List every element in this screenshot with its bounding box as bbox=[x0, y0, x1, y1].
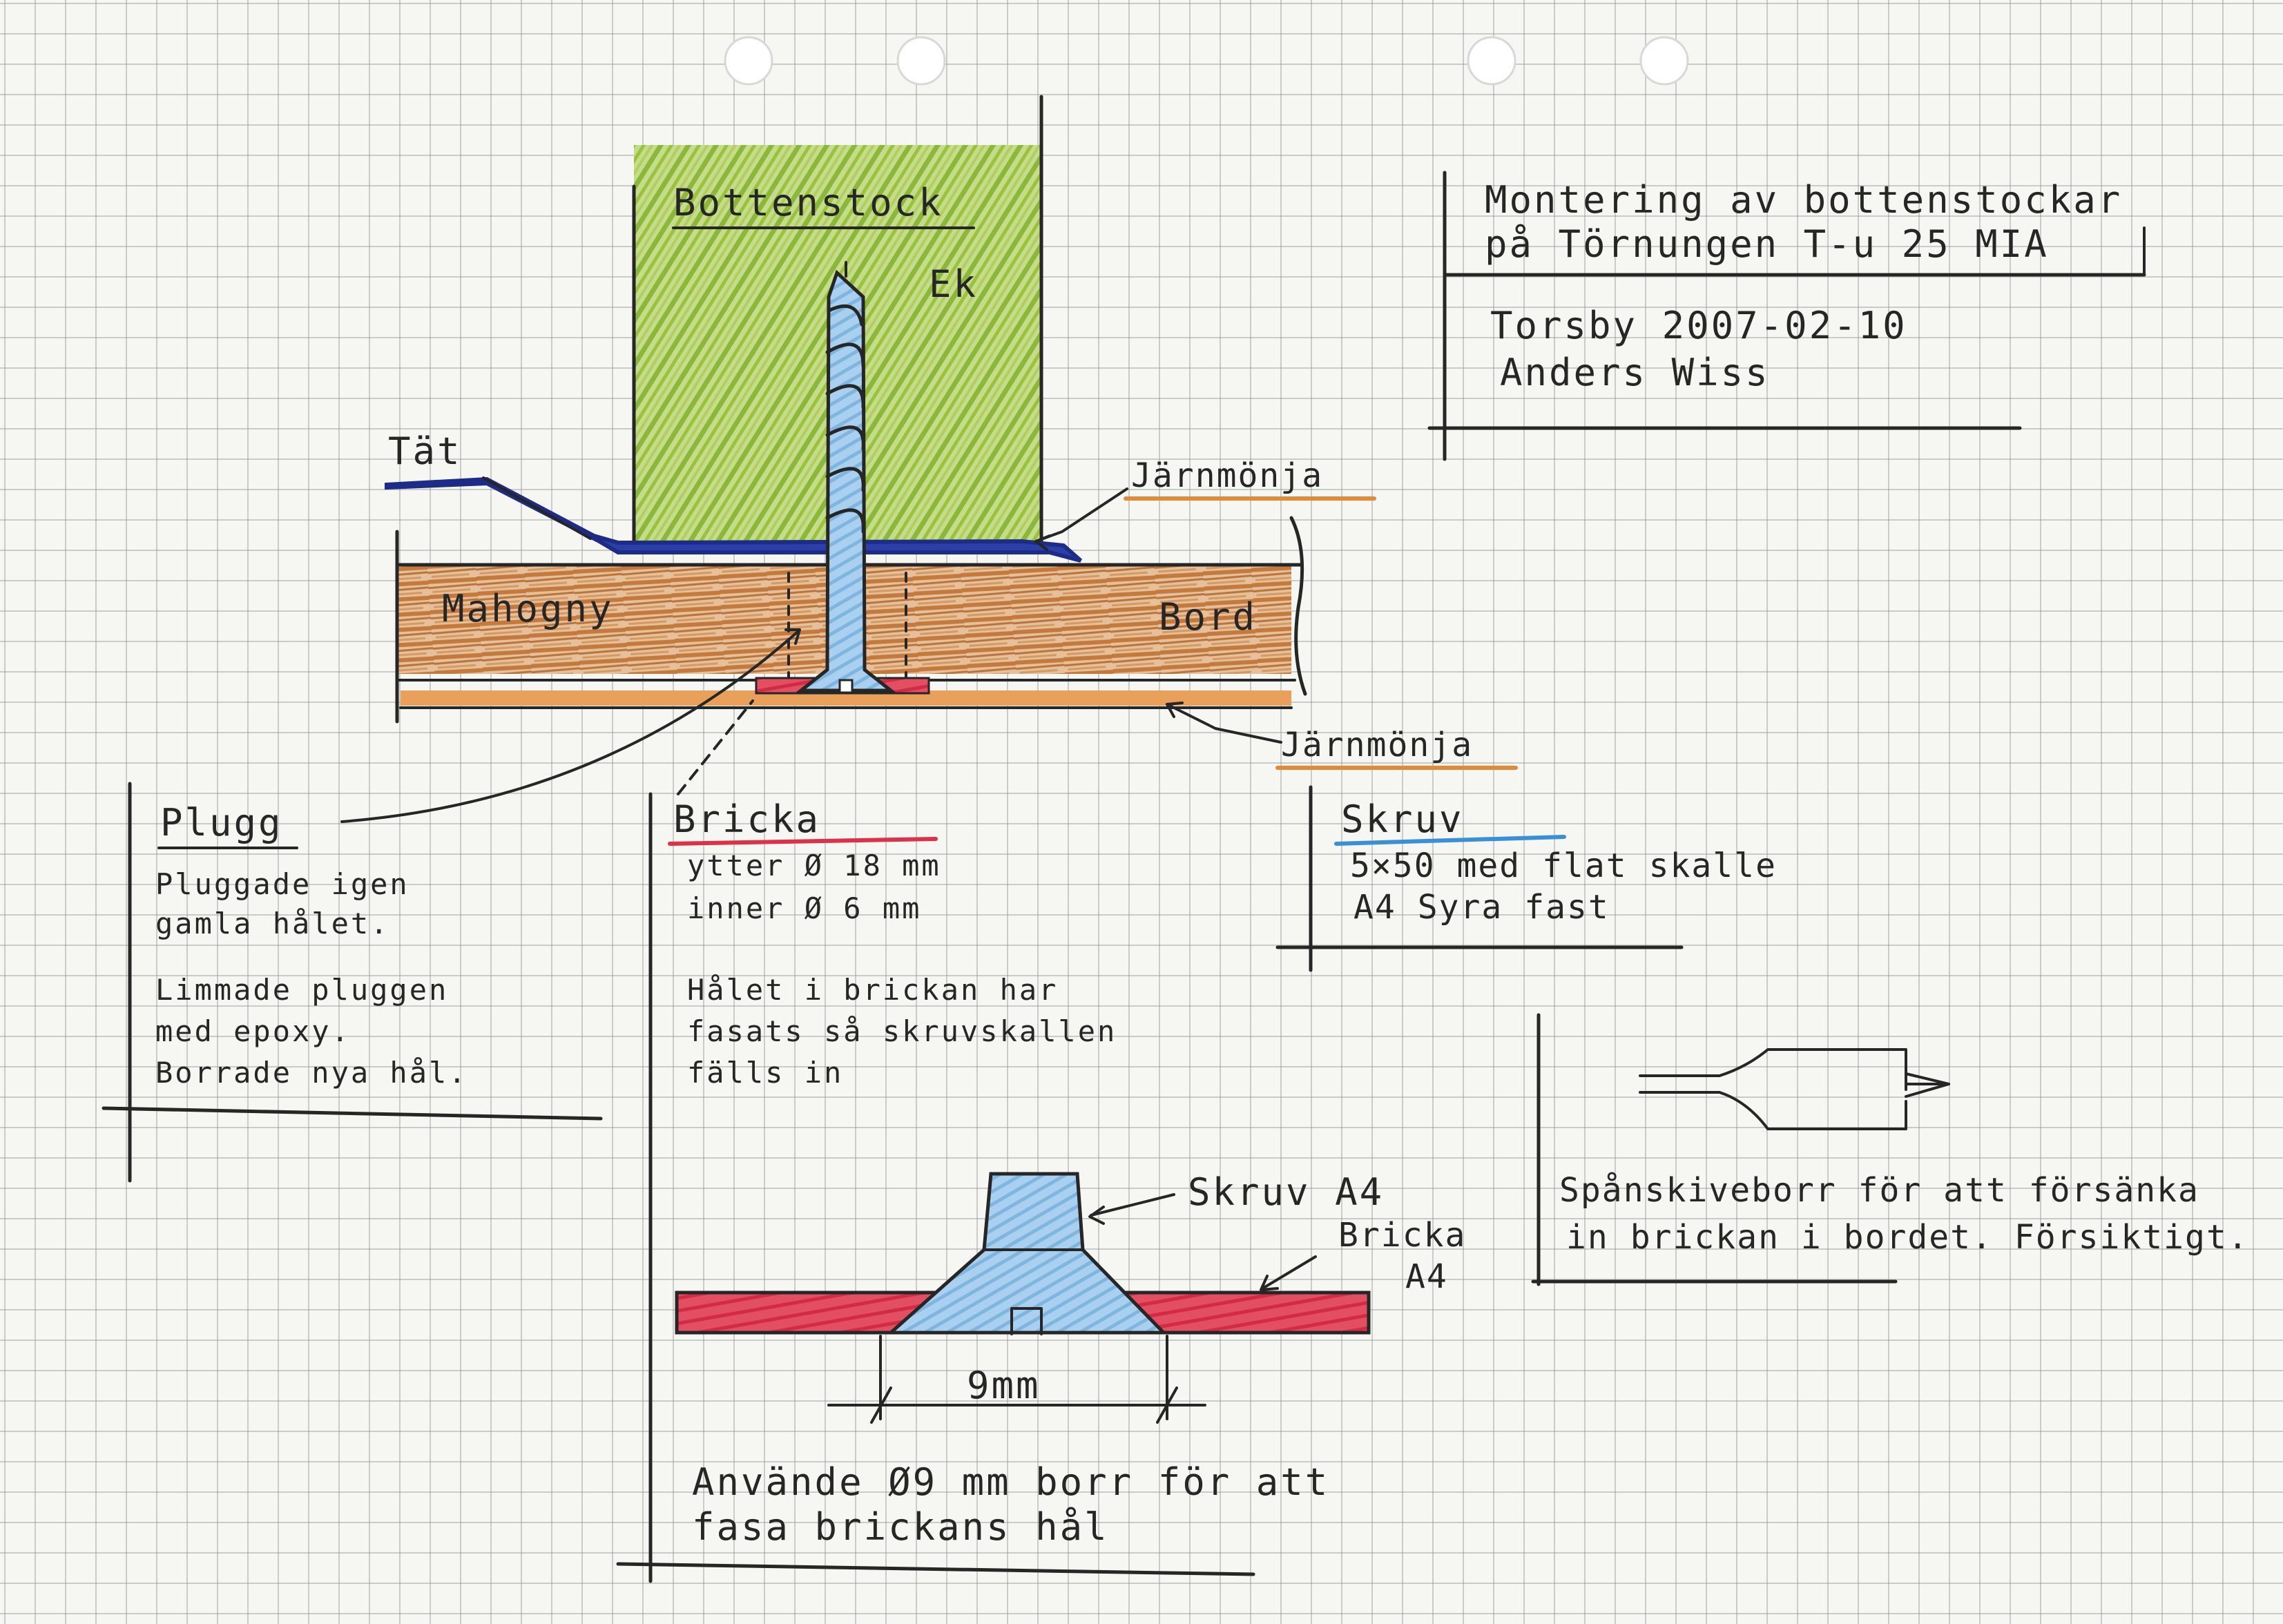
title-block: Montering av bottenstockar på Törnungen … bbox=[1427, 171, 2146, 461]
note-skruv: Skruv 5×50 med flat skalle A4 Syra fast bbox=[1275, 785, 1777, 972]
plugg-heading: Plugg bbox=[160, 801, 283, 844]
cross-section: Bottenstock Ek Tät Järnmönja Mahogny Bor… bbox=[385, 95, 1518, 770]
plugg-line-4: med epoxy. bbox=[155, 1014, 351, 1048]
title-line-2: på Törnungen T-u 25 MIA bbox=[1485, 222, 2049, 266]
place-date: Torsby 2007-02-10 bbox=[1490, 304, 1907, 347]
label-tat: Tät bbox=[388, 429, 462, 473]
bricka-line-1: ytter Ø 18 mm bbox=[687, 849, 941, 882]
bricka-line-3: Hålet i brickan har bbox=[687, 973, 1058, 1007]
note-drill: Spånskiveborr för att försänka in bricka… bbox=[1531, 1013, 2249, 1286]
punch-hole-icon bbox=[1467, 36, 1516, 86]
detail-skruv-label: Skruv A4 bbox=[1188, 1170, 1384, 1214]
dimension-9mm: 9mm bbox=[967, 1364, 1041, 1407]
bricka-heading: Bricka bbox=[673, 798, 820, 841]
title-line-1: Montering av bottenstockar bbox=[1485, 178, 2122, 222]
skruv-heading: Skruv bbox=[1341, 798, 1464, 841]
punch-hole-icon bbox=[724, 36, 773, 86]
screw-thread bbox=[825, 304, 865, 534]
label-bord: Bord bbox=[1159, 595, 1257, 639]
label-mahogny: Mahogny bbox=[442, 587, 614, 630]
detail-caption-2: fasa brickans hål bbox=[692, 1505, 1109, 1549]
bricka-line-4: fasats så skruvskallen bbox=[687, 1014, 1117, 1048]
label-jarnmonja-top: Järnmönja bbox=[1131, 456, 1323, 495]
plugg-line-1: Pluggade igen bbox=[155, 867, 410, 901]
detail-caption-1: Använde Ø9 mm borr för att bbox=[692, 1460, 1329, 1504]
author-name: Anders Wiss bbox=[1500, 351, 1770, 394]
bricka-line-5: fälls in bbox=[687, 1056, 843, 1090]
bricka-line-2: inner Ø 6 mm bbox=[687, 891, 921, 925]
label-ek: Ek bbox=[929, 262, 978, 306]
drill-line-2: in brickan i bordet. Försiktigt. bbox=[1566, 1218, 2249, 1257]
label-bottenstock: Bottenstock bbox=[673, 181, 943, 224]
detail-bricka-label-2: A4 bbox=[1405, 1257, 1448, 1296]
plugg-line-2: gamla hålet. bbox=[155, 907, 389, 940]
plugg-line-5: Borrade nya hål. bbox=[155, 1056, 468, 1090]
spade-drill-bit-icon bbox=[1639, 1048, 1950, 1130]
skruv-line-1: 5×50 med flat skalle bbox=[1350, 847, 1777, 885]
note-bricka: Bricka ytter Ø 18 mm inner Ø 6 mm Hålet … bbox=[616, 699, 1255, 1583]
skruv-line-2: A4 Syra fast bbox=[1354, 888, 1610, 927]
note-plugg: Plugg Pluggade igen gamla hålet. Limmade… bbox=[102, 628, 801, 1183]
detail-bricka-label-1: Bricka bbox=[1338, 1216, 1466, 1255]
punch-hole-icon bbox=[1639, 36, 1689, 86]
drill-line-1: Spånskiveborr för att försänka bbox=[1559, 1171, 2199, 1210]
red-lead-bottom-layer bbox=[401, 690, 1291, 706]
punch-hole-icon bbox=[896, 36, 946, 86]
detail-drawing: 9mm Skruv A4 Bricka A4 Använde Ø9 mm bor… bbox=[675, 1170, 1466, 1549]
plugg-line-3: Limmade pluggen bbox=[155, 973, 448, 1007]
label-jarnmonja-bottom: Järnmönja bbox=[1281, 726, 1473, 764]
